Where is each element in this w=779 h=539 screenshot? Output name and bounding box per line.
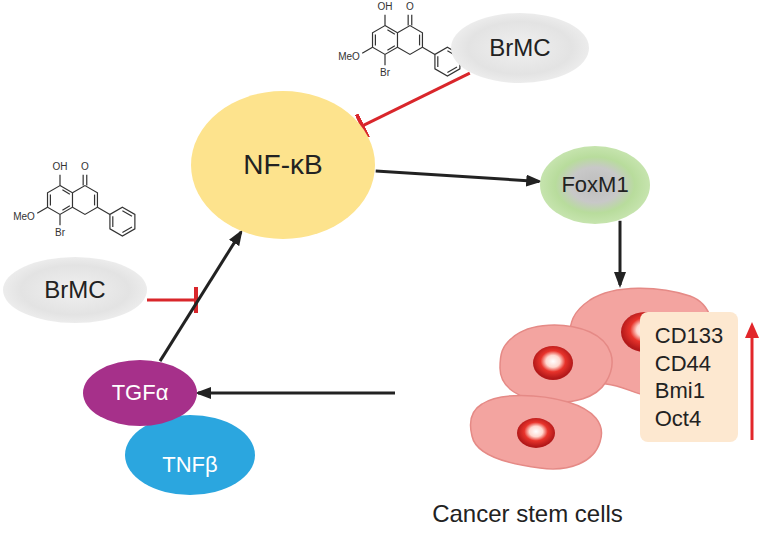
atom-label: O	[406, 2, 414, 12]
cytokine-ellipse: TNFβ	[124, 414, 256, 496]
atom-label: OH	[378, 2, 393, 12]
pathway-circle: NF-κB	[190, 90, 376, 240]
node-shape	[3, 257, 147, 323]
arrow-connector	[376, 171, 540, 181]
chemical-structure	[37, 175, 135, 236]
atom-label: Br	[55, 228, 65, 238]
node-label: TGFα	[112, 380, 169, 406]
arrow-connector	[160, 232, 241, 361]
node-label: TNFβ	[162, 452, 217, 478]
atom-label: MeO	[338, 52, 360, 62]
atom-label: O	[81, 162, 89, 172]
increase-arrow	[745, 322, 759, 440]
arrow-connector	[619, 221, 622, 285]
chemical-structure	[362, 15, 460, 76]
arrow-connector	[198, 392, 395, 395]
node-label: FoxM1	[561, 172, 628, 198]
cell-group: Cancer stem cells	[395, 285, 660, 533]
cytokine-ellipse: TGFα	[82, 359, 198, 427]
node-label: Cancer stem cells	[432, 500, 623, 529]
atom-label: OH	[53, 162, 68, 172]
atom-label: Br	[380, 68, 390, 78]
node-shape	[540, 146, 650, 224]
factor-ellipse: FoxM1	[539, 145, 651, 225]
inhibition-line	[147, 287, 198, 313]
inhibition-line	[362, 73, 469, 126]
drug-ellipse: BrMC	[2, 256, 148, 324]
marker-box: CD133 CD44 Bmi1 Oct4	[640, 312, 738, 442]
node-shape	[83, 360, 197, 426]
node-label: CD133 CD44 Bmi1 Oct4	[655, 322, 723, 432]
node-label: BrMC	[489, 34, 550, 63]
node-label: NF-κB	[243, 148, 322, 182]
atom-label: MeO	[13, 212, 35, 222]
node-shape	[125, 415, 255, 495]
drug-ellipse: BrMC	[450, 12, 590, 84]
node-shape	[451, 13, 589, 83]
node-label: BrMC	[44, 276, 105, 305]
node-shape	[191, 91, 375, 239]
